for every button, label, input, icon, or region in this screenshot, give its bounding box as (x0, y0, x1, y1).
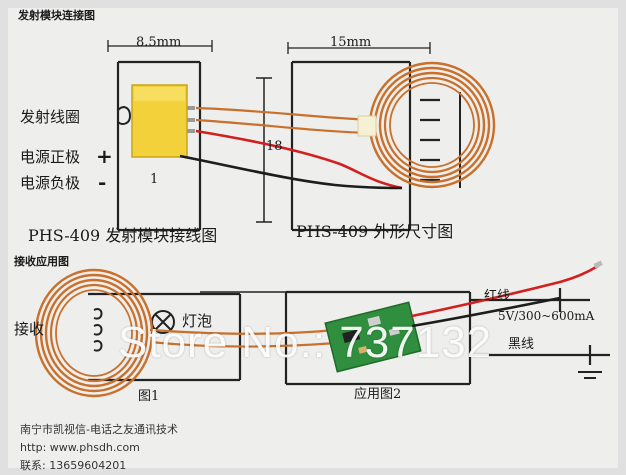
footer-phone: 联系: 13659604201 (20, 459, 127, 472)
yellow-module (131, 84, 195, 158)
neg-label: 电源负极 (20, 174, 81, 192)
dim-width-coil: 15mm (330, 35, 372, 50)
dim-width-module: 8.5mm (136, 35, 182, 50)
store-watermark: Store No.: 737132 (118, 318, 493, 367)
header-top: 发射模块连接图 (18, 9, 95, 22)
receiver-header: 接收应用图 (14, 255, 69, 268)
dim-height: 18 (266, 139, 283, 154)
bottom-coil (34, 268, 154, 398)
bottom-diagram-lines (88, 288, 610, 386)
black-wire-label: 黑线 (508, 337, 535, 352)
spec-label: 5V/300~600mA (498, 309, 595, 323)
caption-module: PHS-409 发射模块接线图 (28, 226, 218, 245)
caption-app2: 应用图2 (354, 387, 402, 402)
coil-label: 发射线圈 (20, 108, 81, 126)
caption-app1: 图1 (138, 389, 160, 404)
lamp-label: 灯泡 (182, 312, 213, 330)
footer-web: http: www.phsdh.com (20, 441, 140, 454)
plus-sign: + (96, 144, 113, 168)
pos-label: 电源正极 (20, 148, 81, 166)
pin-number: 1 (150, 172, 159, 187)
footer-company: 南宁市凯视信-电话之友通讯技术 (20, 423, 178, 436)
top-diagram-lines (107, 40, 461, 232)
minus-sign: - (98, 170, 107, 194)
receiver-coil-label: 接收 (14, 320, 45, 338)
caption-dimensions: PHS-409 外形尺寸图 (296, 222, 454, 241)
red-wire-label: 红线 (484, 289, 511, 304)
